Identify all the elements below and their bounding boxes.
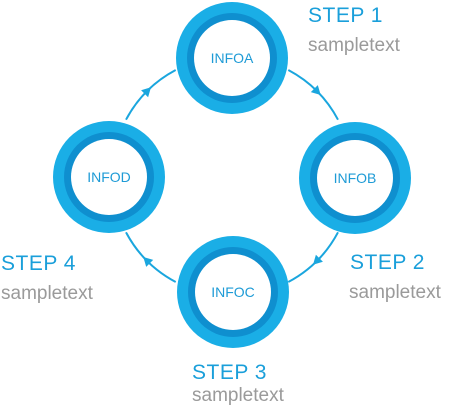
step-2-text: sampletext	[349, 282, 441, 303]
node-label-d: INFOD	[87, 169, 131, 185]
node-label-b: INFOB	[334, 170, 377, 186]
node-label-c: INFOC	[211, 284, 255, 300]
connector-a-to-b	[287, 69, 339, 121]
node-info-c: INFOC	[177, 236, 289, 348]
connector-b-to-c	[287, 231, 339, 283]
step-1-text: sampletext	[308, 35, 400, 56]
arrow-to-b-icon	[310, 85, 321, 95]
arrow-to-a-icon	[141, 87, 151, 98]
node-info-a: INFOA	[176, 2, 288, 114]
step-4-text: sampletext	[1, 283, 93, 304]
arrow-to-d-icon	[143, 257, 154, 267]
connector-c-to-d	[125, 231, 177, 283]
arrow-to-c-icon	[313, 254, 323, 265]
step-1-title: STEP 1	[308, 4, 383, 27]
step-3-text: sampletext	[192, 385, 284, 406]
step-2-title: STEP 2	[350, 251, 425, 274]
connector-d-to-a	[125, 69, 177, 121]
step-4-title: STEP 4	[1, 252, 76, 275]
connector-arrows	[141, 85, 323, 267]
node-info-d: INFOD	[53, 121, 165, 233]
step-3-title: STEP 3	[192, 361, 267, 384]
node-label-a: INFOA	[211, 50, 254, 66]
node-info-b: INFOB	[299, 122, 411, 234]
